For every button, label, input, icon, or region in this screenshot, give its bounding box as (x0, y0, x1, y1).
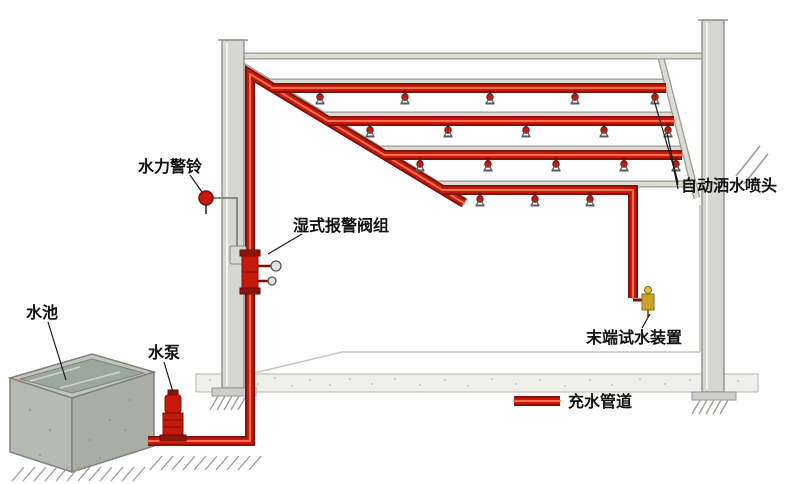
label-end-test-device: 末端试水装置 (586, 328, 682, 347)
water-surface (18, 358, 146, 394)
right-column (691, 19, 737, 415)
legend-filled-pipe-label: 充水管道 (568, 392, 632, 411)
left-column (209, 39, 257, 411)
alarm-bell-icon (198, 190, 214, 206)
water-tank (7, 353, 157, 474)
label-wet-alarm-valve-group: 湿式报警阀组 (292, 216, 389, 235)
label-water-pool: 水池 (26, 303, 58, 322)
label-auto-sprinkler-heads: 自动洒水喷头 (681, 176, 777, 195)
left-foundation-hatch (209, 395, 247, 411)
ground-hatch (11, 455, 262, 482)
ceiling-structure (230, 52, 714, 205)
pressure-gauge-icon (270, 260, 282, 272)
wall-break-marks (735, 145, 769, 185)
label-alarm-bell: 水力警铃 (138, 157, 202, 176)
floor-band (195, 205, 759, 393)
label-water-pump: 水泵 (148, 343, 180, 362)
right-foundation-hatch (691, 399, 729, 415)
end-test-device-unit (633, 286, 655, 317)
legend-filled-pipe: 充水管道 (513, 392, 632, 411)
branch-pipes (271, 83, 683, 299)
water-pump-unit (159, 389, 187, 442)
leader-lines (47, 99, 679, 393)
tank-texture (29, 399, 131, 459)
pressure-gauge-icon (267, 276, 277, 286)
wet-alarm-valve (239, 249, 282, 295)
